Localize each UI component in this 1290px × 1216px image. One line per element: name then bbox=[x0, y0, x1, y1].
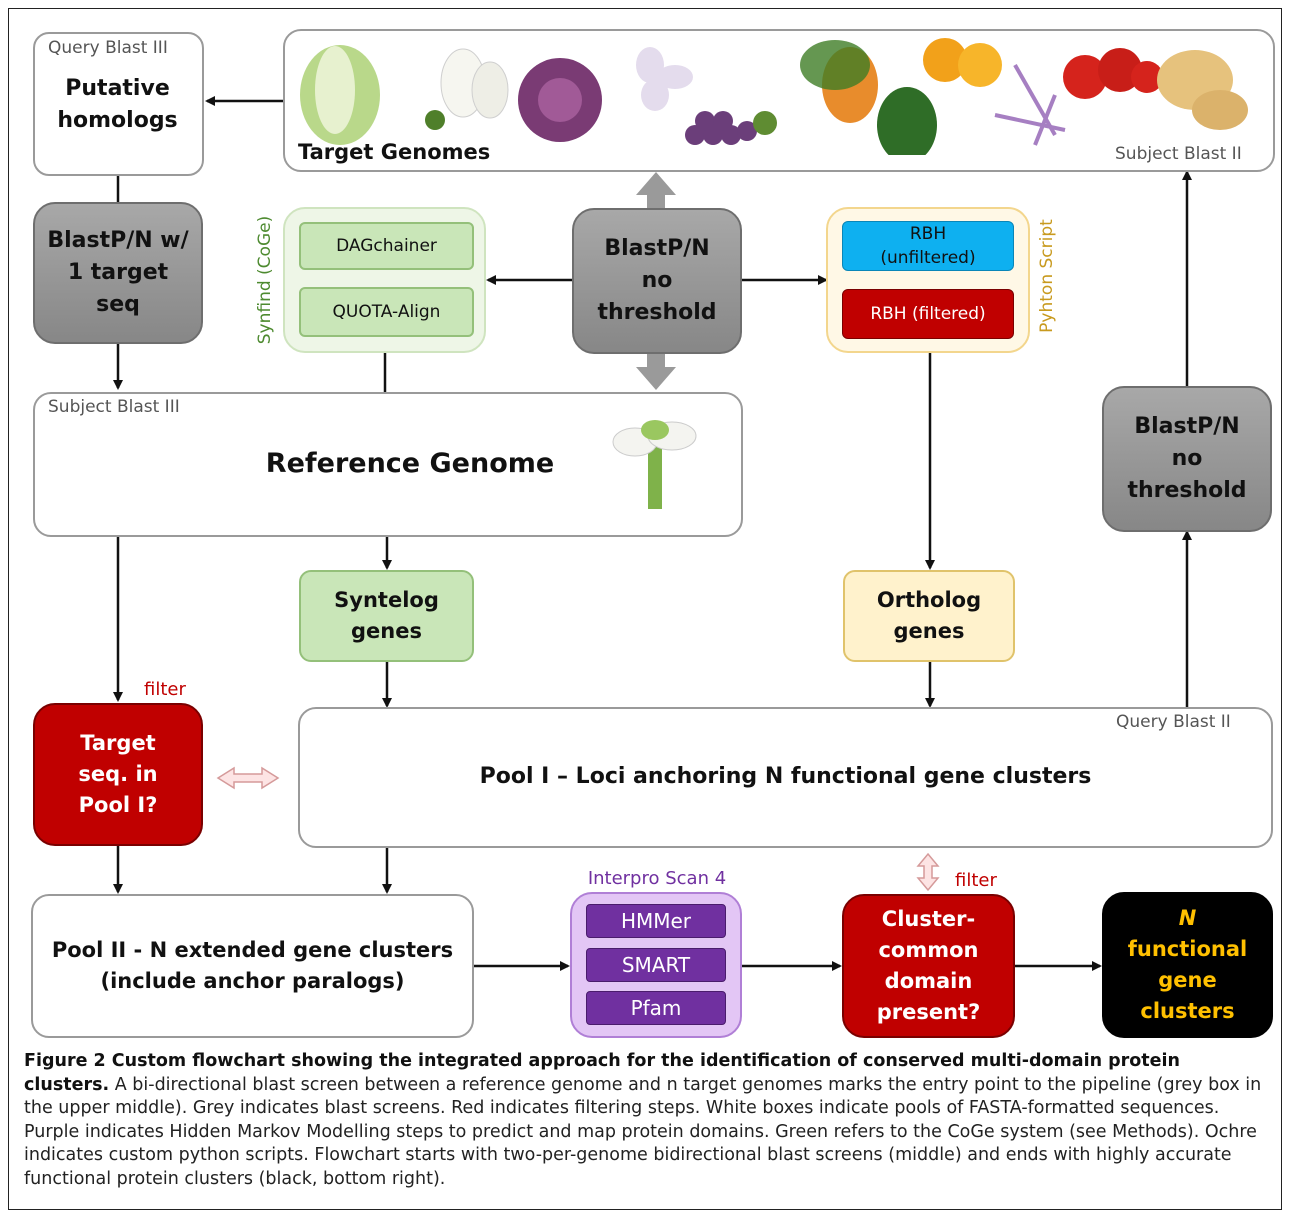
query-blast-iii-tag: Query Blast III bbox=[48, 38, 168, 58]
reference-genome-label: Reference Genome bbox=[265, 448, 555, 479]
genome-images bbox=[300, 38, 1248, 155]
radish-flower-image bbox=[636, 47, 693, 111]
tomato-image bbox=[1063, 48, 1163, 99]
pool-two-box: Pool II - N extended gene clusters (incl… bbox=[31, 894, 474, 1038]
orange-image bbox=[923, 38, 1002, 87]
down-grey-arrow bbox=[636, 354, 676, 390]
python-side-label: Pyhton Script bbox=[1037, 219, 1057, 333]
cleome-flower-image bbox=[994, 64, 1066, 146]
caption-text: A bi-directional blast screen between a … bbox=[24, 1074, 1262, 1189]
cabbage-image bbox=[300, 45, 380, 145]
pool-two-line2: (include anchor paralogs) bbox=[100, 969, 405, 993]
filter-label-right: filter bbox=[955, 870, 997, 891]
putative-homologs-box bbox=[33, 32, 204, 176]
up-grey-arrow bbox=[636, 172, 676, 208]
pool-two-line1: Pool II - N extended gene clusters bbox=[51, 938, 454, 962]
center-blast-box: BlastP/N no threshold bbox=[572, 208, 742, 354]
rbh-unfiltered-item: RBH (unfiltered) bbox=[842, 221, 1014, 271]
pool-one-box bbox=[298, 707, 1273, 848]
ortholog-genes-box: Ortholog genes bbox=[843, 570, 1015, 662]
smart-item: SMART bbox=[586, 948, 726, 982]
query-blast-ii-tag: Query Blast II bbox=[1116, 712, 1231, 732]
kale-image bbox=[518, 58, 602, 142]
right-blast-box: BlastP/N no threshold bbox=[1102, 386, 1272, 532]
dagchainer-item: DAGchainer bbox=[299, 222, 474, 270]
final-n: N bbox=[1178, 906, 1197, 930]
potato-image bbox=[1157, 50, 1248, 130]
hmmer-item: HMMer bbox=[586, 904, 726, 938]
pool-one-label: Pool I – Loci anchoring N functional gen… bbox=[298, 764, 1273, 789]
papaya-image bbox=[800, 40, 878, 123]
pool-one-label-text: Pool I – Loci anchoring N functional gen… bbox=[479, 764, 1092, 789]
caption-bold: Figure 2 Custom flowchart showing the in… bbox=[24, 1051, 1180, 1095]
figure-caption: Figure 2 Custom flowchart showing the in… bbox=[24, 1050, 1264, 1191]
final-text: functional gene clusters bbox=[1127, 937, 1248, 1023]
arabidopsis-flower-image bbox=[612, 420, 697, 509]
reference-genome-box bbox=[33, 392, 743, 537]
subject-blast-iii-tag: Subject Blast III bbox=[48, 397, 180, 417]
syntelog-genes-box: Syntelog genes bbox=[299, 570, 474, 662]
pfam-item: Pfam bbox=[586, 991, 726, 1025]
quota-align-item: QUOTA-Align bbox=[299, 287, 474, 337]
final-clusters-box: N functional gene clusters bbox=[1102, 892, 1273, 1038]
target-seq-box: Target seq. in Pool I? bbox=[33, 703, 203, 846]
bean-flower-image bbox=[425, 48, 509, 130]
grape-image bbox=[685, 111, 777, 145]
blast-one-target-box: BlastP/N w/ 1 target seq bbox=[33, 202, 203, 344]
synfind-side-label: Synfind (CoGe) bbox=[255, 215, 275, 345]
cluster-domain-box: Cluster-common domain present? bbox=[842, 894, 1015, 1038]
leaf-image bbox=[877, 87, 937, 155]
interpro-title: Interpro Scan 4 bbox=[587, 868, 727, 889]
target-genomes-title: Target Genomes bbox=[298, 140, 491, 164]
rbh-filtered-item: RBH (filtered) bbox=[842, 289, 1014, 339]
pink-bidirectional-arrow bbox=[216, 766, 280, 790]
filter-label-left: filter bbox=[144, 679, 186, 700]
pink-vertical-arrow bbox=[916, 852, 940, 892]
subject-blast-ii-tag: Subject Blast II bbox=[1115, 144, 1242, 164]
putative-homologs-label: Putative homologs bbox=[57, 76, 178, 133]
